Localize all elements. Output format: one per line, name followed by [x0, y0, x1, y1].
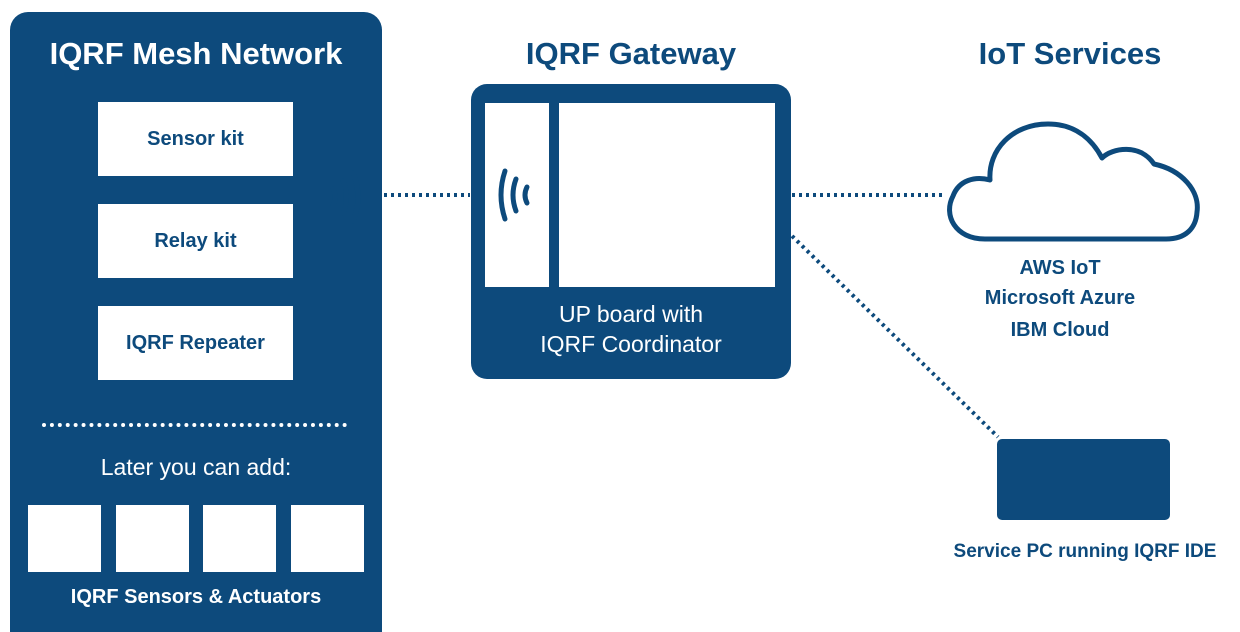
- gateway-board-area: [559, 103, 775, 287]
- gateway-radio-module: [485, 103, 549, 287]
- gateway-wireless-icon: [498, 168, 530, 222]
- service-pc-box: [997, 439, 1170, 520]
- sensor-kit-box: Sensor kit: [98, 102, 293, 176]
- later-you-can-add-text: Later you can add:: [100, 454, 292, 480]
- sensor-slot-1: [28, 505, 101, 572]
- sensor-slot-4: [291, 505, 364, 572]
- provider-aws: AWS IoT: [1019, 257, 1101, 279]
- cloud-icon: [947, 121, 1200, 242]
- sensors-actuators-caption: IQRF Sensors & Actuators: [70, 586, 322, 608]
- iot-services-title: IoT Services: [978, 36, 1162, 71]
- relay-kit-label: Relay kit: [154, 229, 237, 252]
- mesh-wireless-icon: [330, 170, 361, 224]
- mesh-divider: [42, 423, 347, 427]
- iqrf-repeater-label: IQRF Repeater: [126, 331, 265, 354]
- gateway-title: IQRF Gateway: [525, 36, 737, 71]
- gateway-label: UP board with IQRF Coordinator: [471, 299, 791, 359]
- gateway-label-line1: UP board with: [558, 301, 704, 327]
- gateway-to-pc-link: [790, 234, 1000, 439]
- service-pc-label: Service PC running IQRF IDE: [953, 541, 1217, 562]
- mesh-network-title: IQRF Mesh Network: [49, 36, 343, 71]
- sensor-kit-label: Sensor kit: [147, 127, 244, 150]
- relay-kit-box: Relay kit: [98, 204, 293, 278]
- gateway-label-line2: IQRF Coordinator: [540, 331, 722, 357]
- sensor-slot-3: [203, 505, 276, 572]
- provider-ibm: IBM Cloud: [1010, 319, 1110, 341]
- sensor-slot-2: [116, 505, 189, 572]
- iqrf-repeater-box: IQRF Repeater: [98, 306, 293, 380]
- provider-azure: Microsoft Azure: [984, 287, 1136, 309]
